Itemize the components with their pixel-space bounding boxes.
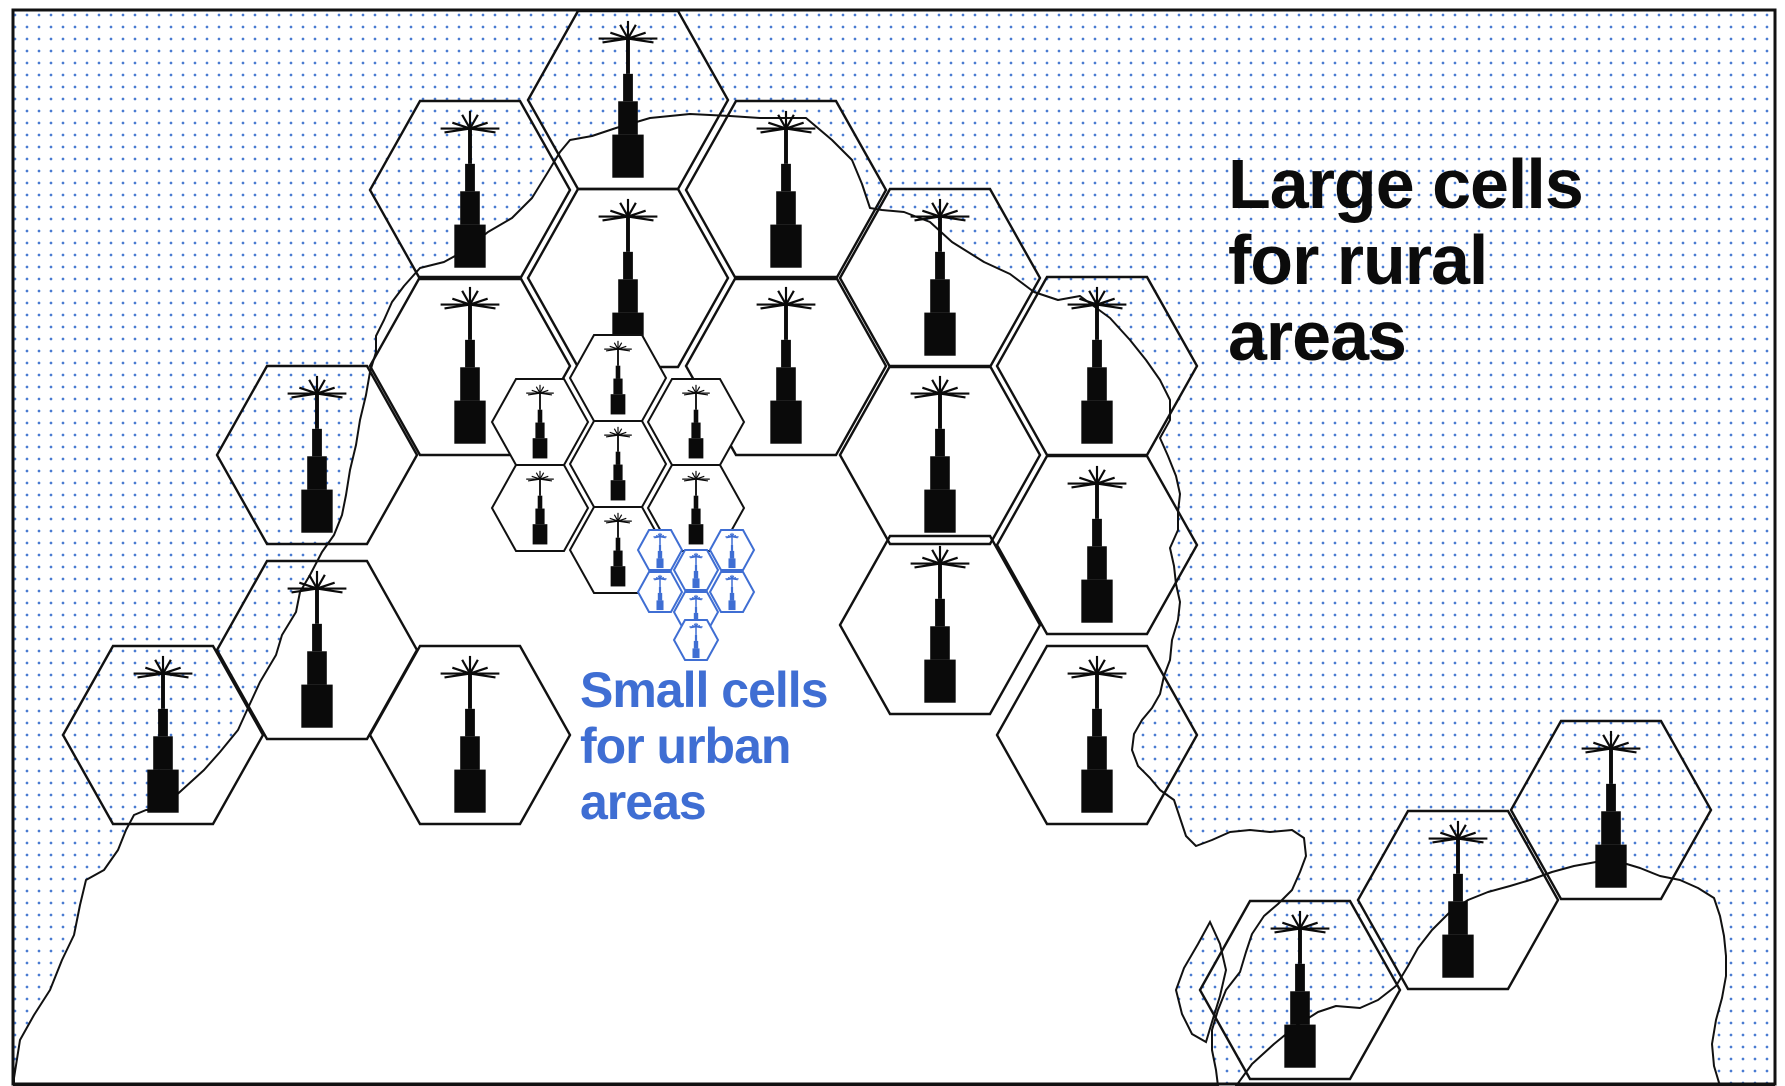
large-cell <box>838 187 1042 369</box>
urban-tower-icon <box>689 622 703 659</box>
radio-tower-icon <box>287 570 347 728</box>
large-cell <box>61 644 265 826</box>
urban-tower-icon <box>653 574 667 611</box>
large-cells-label-line-2: for rural <box>1228 221 1488 299</box>
large-cell <box>838 534 1042 716</box>
small-cell <box>490 464 590 552</box>
small-radio-tower-icon <box>526 470 554 545</box>
urban-tower-icon <box>653 532 667 569</box>
radio-tower-icon <box>910 545 970 703</box>
urban-cell <box>672 619 720 661</box>
radio-tower-icon <box>1067 655 1127 813</box>
large-cell <box>838 364 1042 546</box>
small-radio-tower-icon <box>526 384 554 459</box>
radio-tower-icon <box>1067 465 1127 623</box>
radio-tower-icon <box>440 655 500 813</box>
radio-tower-icon <box>910 198 970 356</box>
urban-cell <box>708 571 756 613</box>
radio-tower-icon <box>287 375 347 533</box>
small-radio-tower-icon <box>682 470 710 545</box>
large-cells-label-line-1: Large cells <box>1228 145 1584 223</box>
radio-tower-icon <box>1270 910 1330 1068</box>
urban-cell <box>636 571 684 613</box>
radio-tower-icon <box>1428 820 1488 978</box>
large-cell <box>995 644 1199 826</box>
urban-cell <box>708 529 756 571</box>
small-radio-tower-icon <box>604 512 632 587</box>
large-cell <box>368 275 572 457</box>
small-cells-label-line-1: Small cells <box>580 662 828 718</box>
radio-tower-icon <box>440 286 500 444</box>
radio-tower-icon <box>440 110 500 268</box>
large-cell <box>368 644 572 826</box>
small-cell <box>568 506 668 594</box>
small-cells-label-line-2: for urban <box>580 718 791 774</box>
urban-micro-cells-layer <box>636 529 756 661</box>
small-radio-tower-icon <box>604 426 632 501</box>
large-cell <box>368 99 572 281</box>
urban-tower-icon <box>725 532 739 569</box>
map-border <box>11 8 1777 1086</box>
radio-tower-icon <box>598 20 658 178</box>
large-cells-label-line-3: areas <box>1228 297 1407 375</box>
large-cell <box>995 454 1199 636</box>
peninsula-landmass <box>1235 861 1727 1086</box>
radio-tower-icon <box>756 286 816 444</box>
large-cell <box>684 275 888 457</box>
urban-tower-icon <box>725 574 739 611</box>
large-cell <box>1198 899 1402 1081</box>
radio-tower-icon <box>133 655 193 813</box>
small-cells-layer <box>490 334 746 594</box>
radio-tower-icon <box>1067 286 1127 444</box>
urban-tower-icon <box>689 552 703 589</box>
small-cells-label: Small cells for urban areas <box>580 662 828 830</box>
radio-tower-icon <box>1581 730 1641 888</box>
radio-tower-icon <box>756 110 816 268</box>
large-cell <box>1356 809 1560 991</box>
small-cells-label-line-3: areas <box>580 774 707 830</box>
large-cells-layer <box>61 9 1713 1081</box>
radio-tower-icon <box>910 375 970 533</box>
large-cells-label: Large cells for rural areas <box>1228 145 1584 375</box>
small-radio-tower-icon <box>604 340 632 415</box>
urban-cell <box>636 529 684 571</box>
small-radio-tower-icon <box>682 384 710 459</box>
urban-cell <box>672 549 720 591</box>
large-cell <box>1509 719 1713 901</box>
large-cell <box>215 364 419 546</box>
